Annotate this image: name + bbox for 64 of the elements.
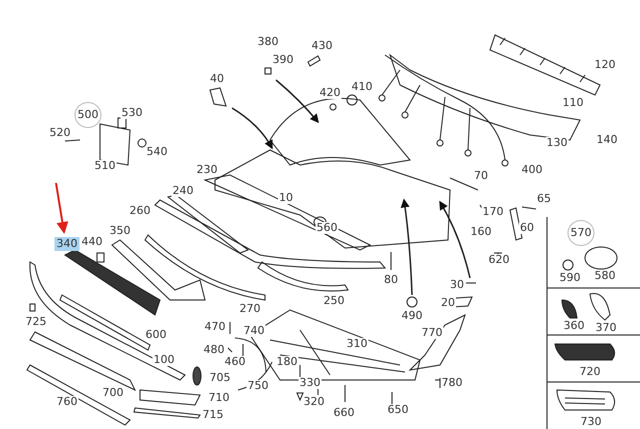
callout-number: 30 <box>449 279 465 291</box>
callout-number: 320 <box>302 396 326 408</box>
callout-number: 750 <box>246 380 270 392</box>
callout-number: 330 <box>298 377 322 389</box>
callout-number: 705 <box>208 372 232 384</box>
callout-number: 260 <box>128 205 152 217</box>
callout-number: 460 <box>224 356 246 368</box>
callout-number: 520 <box>48 127 72 139</box>
callout-number: 240 <box>172 185 194 197</box>
callout-number: 160 <box>470 226 492 238</box>
callout-number: 570 <box>568 220 594 246</box>
callout-number: 620 <box>488 254 510 266</box>
callout-number: 380 <box>256 36 280 48</box>
callout-number: 490 <box>400 310 424 322</box>
callout-number: 410 <box>350 81 374 93</box>
callout-number: 660 <box>332 407 356 419</box>
callout-number: 700 <box>102 387 124 399</box>
callout-number: 310 <box>346 338 368 350</box>
callout-number: 180 <box>276 356 298 368</box>
callout-number: 250 <box>322 295 346 307</box>
callout-number: 470 <box>204 321 226 333</box>
callout-number: 480 <box>202 344 226 356</box>
callout-number: 370 <box>594 322 618 334</box>
callout-number: 780 <box>440 377 464 389</box>
callout-number: 10 <box>278 192 294 204</box>
callout-number: 500 <box>74 102 102 128</box>
callout-number: 80 <box>383 274 399 286</box>
callout-number: 120 <box>594 59 616 71</box>
callout-number: 130 <box>546 137 568 149</box>
callout-number: 390 <box>272 54 294 66</box>
callout-number: 580 <box>594 270 616 282</box>
callout-number: 170 <box>482 206 504 218</box>
callout-number: 230 <box>196 164 218 176</box>
callout-number: 760 <box>56 396 78 408</box>
callout-number: 270 <box>238 303 262 315</box>
callout-number: 360 <box>562 320 586 332</box>
callout-number: 770 <box>420 327 444 339</box>
callout-number: 530 <box>120 107 144 119</box>
callout-number: 40 <box>209 73 225 85</box>
callout-number: 350 <box>108 225 132 237</box>
callout-number: 715 <box>202 409 224 421</box>
callout-number: 740 <box>242 325 266 337</box>
callout-number: 140 <box>596 134 618 146</box>
callout-number: 20 <box>440 297 456 309</box>
callout-number: 720 <box>578 366 602 378</box>
callout-number: 650 <box>386 404 410 416</box>
callout-number: 540 <box>146 146 168 158</box>
callout-number: 110 <box>562 97 584 109</box>
callout-number: 60 <box>519 222 535 234</box>
callout-number: 65 <box>536 193 552 205</box>
callout-number: 400 <box>520 164 544 176</box>
callout-number: 730 <box>580 416 602 428</box>
callout-number: 560 <box>316 222 338 234</box>
callout-number: 510 <box>94 160 116 172</box>
callout-number: 420 <box>318 87 342 99</box>
callout-number: 70 <box>473 170 489 182</box>
callout-number: 100 <box>152 354 176 366</box>
callout-number: 440 <box>80 236 104 248</box>
callout-number: 430 <box>310 40 334 52</box>
callout-number: 590 <box>558 272 582 284</box>
callout-number: 725 <box>24 316 48 328</box>
callout-number: 340 <box>54 237 80 251</box>
callout-number: 710 <box>208 392 230 404</box>
callout-number: 600 <box>144 329 168 341</box>
